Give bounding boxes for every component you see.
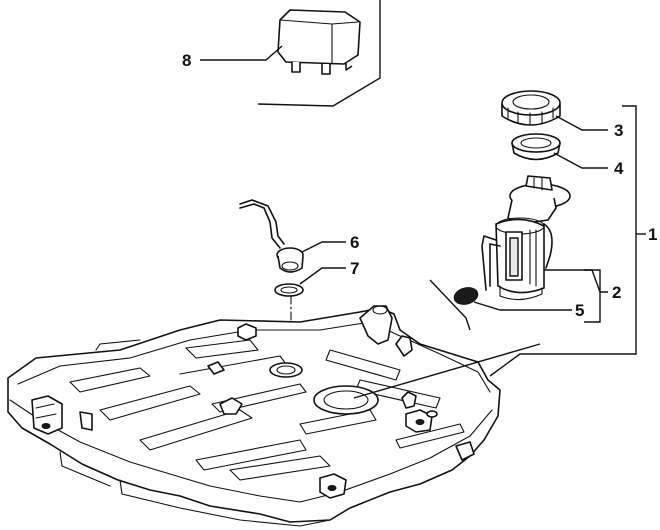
- lock-ring-part: [501, 90, 561, 126]
- callout-7: 7: [350, 259, 359, 278]
- fuel-pump-module-part: [453, 175, 571, 305]
- callout-3: 3: [614, 121, 623, 140]
- vent-valve-part: [239, 199, 304, 273]
- leader-7: [299, 267, 346, 285]
- leader-3: [555, 115, 608, 131]
- callout-5: 5: [575, 301, 584, 320]
- callout-4: 4: [614, 159, 624, 178]
- pump-to-tank-line: [353, 343, 541, 399]
- callout-1: 1: [648, 225, 657, 244]
- leader-6: [301, 241, 346, 253]
- float-guide-line: [429, 279, 471, 331]
- leader-2: [544, 269, 608, 293]
- callout-8: 8: [182, 51, 191, 70]
- callout-6: 6: [350, 233, 359, 252]
- relay-part: [277, 9, 361, 75]
- callout-2: 2: [612, 283, 621, 302]
- o-ring-part: [274, 283, 304, 297]
- leader-lines: [200, 45, 646, 399]
- leader-5: [473, 301, 572, 311]
- fuel-tank-part: [7, 305, 501, 527]
- leader-8: [200, 45, 283, 61]
- gasket-part: [511, 133, 561, 161]
- relay-bracket-line: [257, 0, 381, 107]
- leader-4: [553, 152, 608, 169]
- bracket-2: [584, 269, 601, 323]
- bracket-1: [489, 105, 637, 377]
